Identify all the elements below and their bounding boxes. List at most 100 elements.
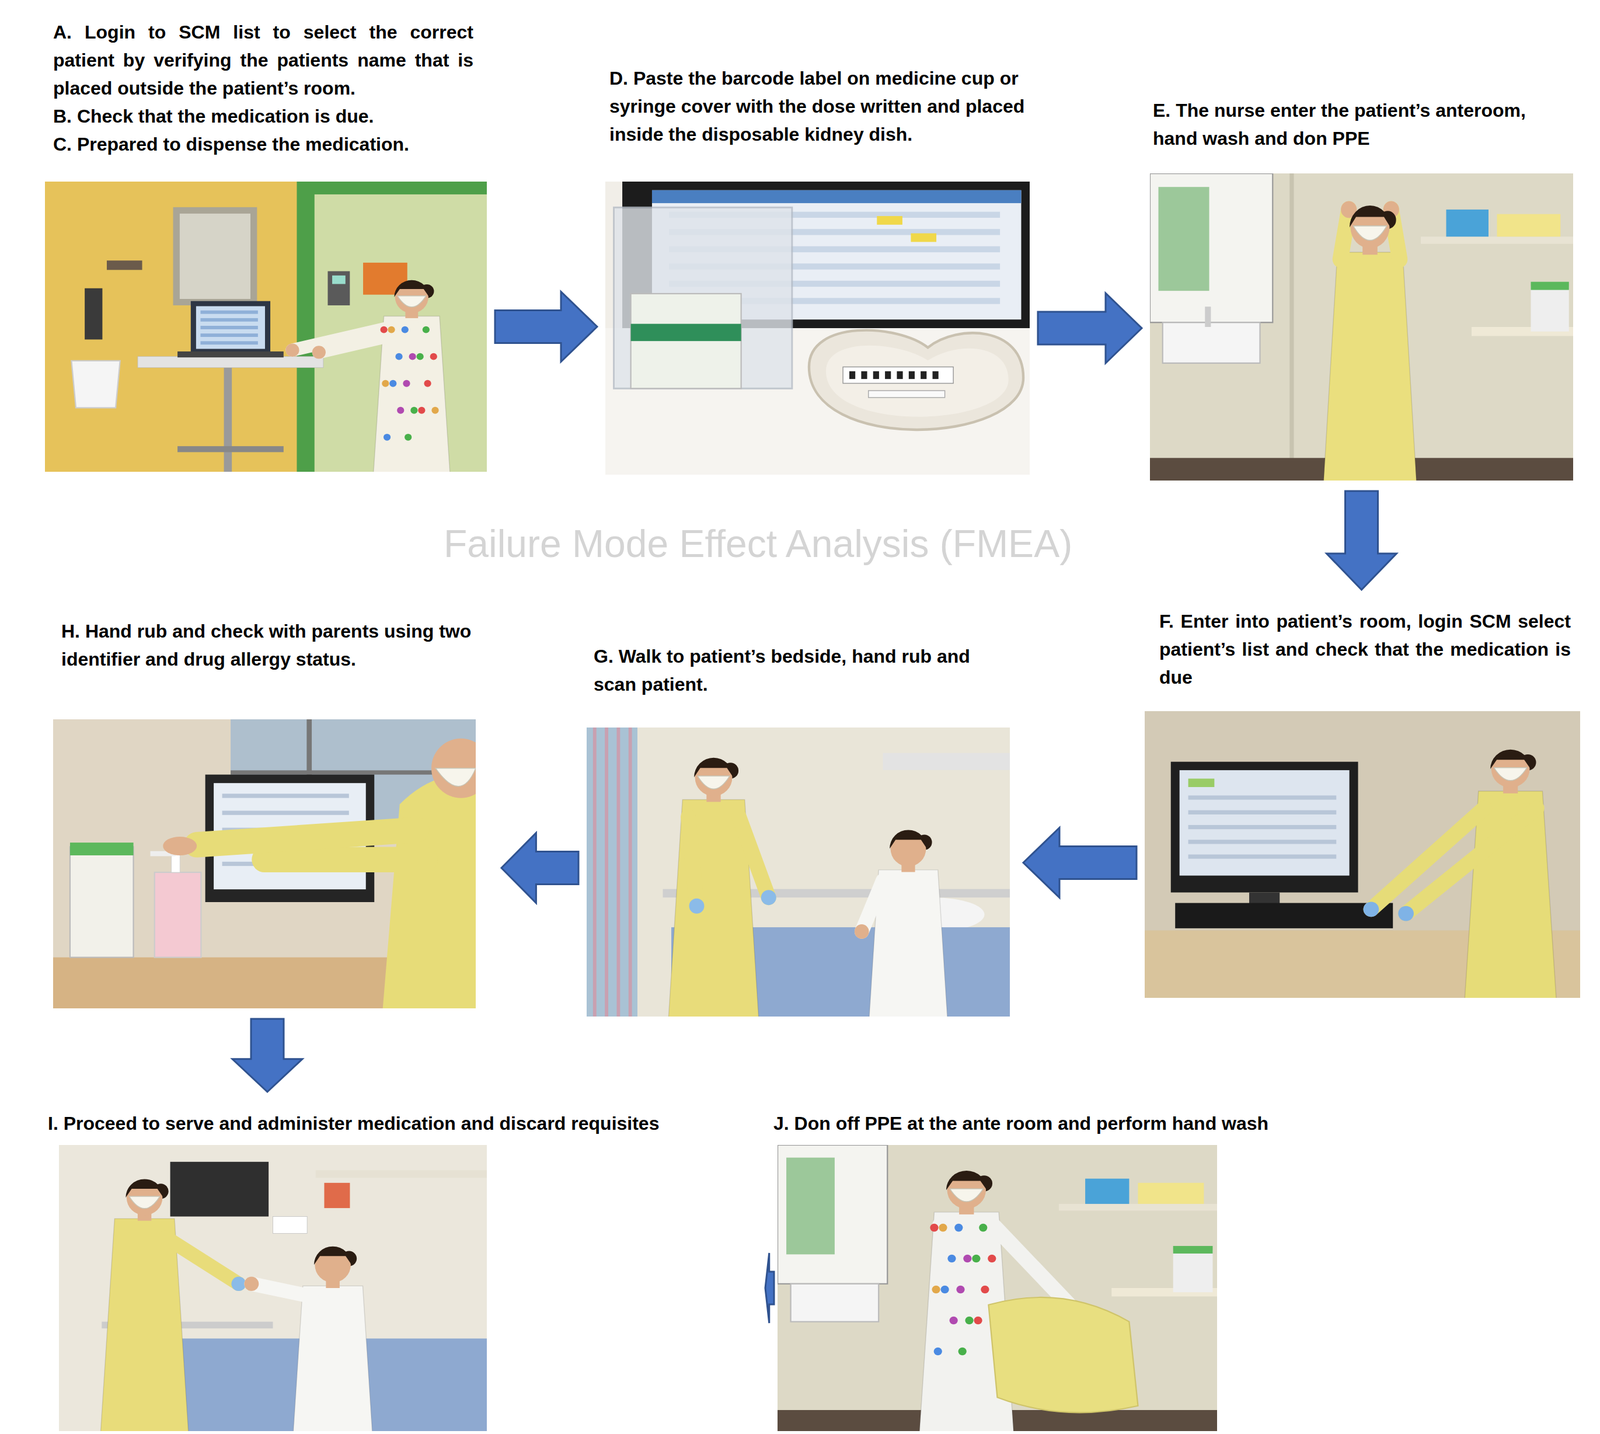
barcode-bar [873, 371, 880, 379]
arm [196, 829, 417, 845]
barcode-bar [849, 371, 856, 379]
box-stripe [631, 323, 742, 342]
print-dot [956, 1285, 965, 1294]
hair [946, 1170, 988, 1190]
monitor-screen [1179, 769, 1350, 876]
flow-arrow [1023, 827, 1137, 898]
photo-scene [586, 727, 1010, 1017]
hand-rub-bottle [154, 872, 202, 958]
gowns [1137, 1182, 1204, 1204]
step-text: F. Enter into patient’s room, login SCM … [1159, 607, 1571, 692]
head [431, 738, 476, 798]
hair [125, 1178, 164, 1198]
face-mask [397, 295, 427, 308]
print-dot [940, 1285, 950, 1294]
print-dot [954, 1223, 963, 1232]
arm [318, 326, 430, 353]
curtain [586, 727, 638, 1017]
hair [1349, 205, 1391, 228]
hand [689, 898, 705, 914]
face-mask [697, 775, 730, 789]
ground [605, 181, 1030, 475]
screen-row [1188, 795, 1337, 800]
print-dot [410, 406, 418, 414]
tub-lid [70, 842, 134, 856]
supplies [1085, 1178, 1129, 1204]
step-caption: A. Login to SCM list to select the corre… [53, 18, 474, 159]
screen-row [1188, 839, 1337, 844]
panel [327, 270, 350, 305]
tub-lid [1531, 281, 1570, 291]
step-photo [44, 181, 487, 472]
print-dot [402, 380, 410, 388]
print-dot [389, 380, 397, 388]
barcode-bar [920, 371, 927, 379]
print-dot [978, 1223, 988, 1232]
photo-scene [777, 1144, 1218, 1431]
door-edge [1289, 173, 1294, 481]
cart-pole [224, 367, 233, 472]
print-dot [929, 1223, 939, 1232]
tap [1204, 306, 1211, 327]
print-dot [404, 433, 412, 441]
socket [273, 1216, 308, 1234]
screen-row [1188, 810, 1337, 815]
print-dot [401, 326, 409, 334]
print-dot [417, 406, 425, 414]
barcode-bar [896, 371, 903, 379]
tub-lid [1173, 1245, 1213, 1254]
screen-mark [876, 215, 903, 225]
photo-scene [605, 181, 1030, 475]
wipes-tub [70, 846, 134, 957]
print-dot [949, 1316, 958, 1325]
photo-scene [1144, 710, 1581, 998]
print-dot [396, 406, 404, 414]
barcode-bar [932, 371, 939, 379]
step-photo [53, 719, 476, 1009]
shelf [1420, 236, 1574, 244]
print-dot [971, 1254, 981, 1263]
process-step: F. Enter into patient’s room, login SCM … [1144, 607, 1581, 998]
arm [251, 1283, 312, 1297]
flow-arrow [501, 832, 579, 904]
print-dot [431, 406, 439, 414]
wall [586, 727, 1010, 1017]
process-step: D. Paste the barcode label on medicine c… [605, 64, 1030, 475]
print-dot [933, 1347, 943, 1356]
print-dot [987, 1254, 996, 1263]
photo-scene [44, 181, 487, 472]
gowns [1497, 214, 1561, 237]
medicine-box [631, 293, 742, 389]
panel-light [332, 275, 346, 285]
sink [1162, 322, 1261, 364]
body [1320, 252, 1419, 481]
print-dot [980, 1285, 989, 1294]
sign [106, 260, 143, 270]
arm [861, 880, 883, 932]
sink [790, 1283, 880, 1322]
step-text: I. Proceed to serve and administer medic… [47, 1109, 766, 1138]
keyboard [177, 351, 284, 358]
print-dot [963, 1254, 972, 1263]
arm [1406, 807, 1537, 914]
step-caption: F. Enter into patient’s room, login SCM … [1159, 607, 1571, 692]
hand [231, 1276, 246, 1292]
step-photo [58, 1144, 487, 1431]
print-dot [423, 380, 431, 388]
tub [1531, 286, 1570, 331]
tub [1173, 1249, 1213, 1292]
curtain-stripe [604, 727, 609, 1017]
step-photo [586, 727, 1010, 1017]
photo-scene [53, 719, 476, 1009]
face-mask [129, 1196, 160, 1209]
step-text: H. Hand rub and check with parents using… [61, 617, 494, 674]
hair [1490, 749, 1531, 769]
screen-mark [910, 233, 937, 243]
print-dot [422, 326, 430, 334]
window [1158, 186, 1210, 291]
face-mask [949, 1188, 983, 1202]
print-dot [964, 1316, 974, 1325]
flow-arrow [232, 1018, 303, 1092]
step-caption: H. Hand rub and check with parents using… [61, 617, 494, 674]
flow-arrow [1326, 490, 1397, 590]
